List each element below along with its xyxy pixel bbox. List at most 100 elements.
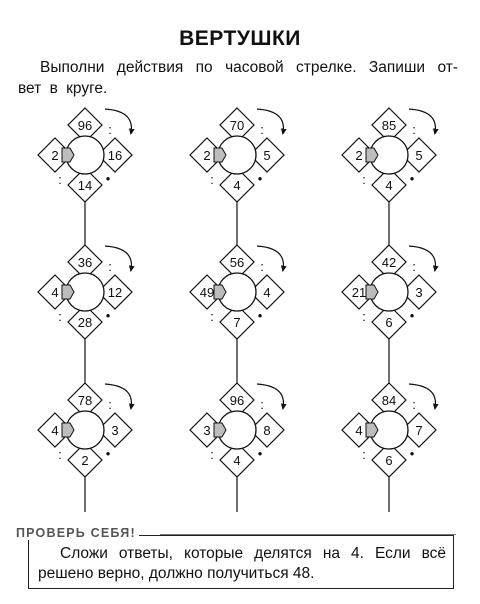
number-top: 96 bbox=[230, 393, 244, 408]
diamond-bottom bbox=[371, 442, 407, 478]
spinner-puzzles: 9616142:•:3612284:•:78324:•:70542:•:5647… bbox=[37, 107, 439, 512]
start-pointer bbox=[213, 284, 227, 300]
number-right: 3 bbox=[415, 285, 422, 300]
number-right: 5 bbox=[263, 148, 270, 163]
diamond-bottom bbox=[371, 167, 407, 203]
clockwise-arrow bbox=[408, 108, 439, 136]
divide-sign: : bbox=[362, 309, 366, 324]
start-pointer bbox=[61, 284, 75, 300]
divide-sign: : bbox=[412, 259, 416, 274]
number-right: 16 bbox=[108, 148, 122, 163]
instruction-text: Выполни действия по часовой стрелке. Зап… bbox=[18, 57, 458, 99]
number-left: 4 bbox=[355, 423, 362, 438]
number-right: 4 bbox=[263, 285, 270, 300]
divide-sign: : bbox=[412, 397, 416, 412]
number-left: 49 bbox=[200, 285, 214, 300]
number-left: 3 bbox=[203, 423, 210, 438]
diamond-bottom bbox=[219, 167, 255, 203]
number-left: 2 bbox=[203, 148, 210, 163]
diamond-bottom bbox=[219, 442, 255, 478]
check-yourself-rule bbox=[160, 534, 456, 535]
diamond-bottom bbox=[67, 304, 103, 340]
number-bottom: 6 bbox=[385, 453, 392, 468]
clockwise-arrow bbox=[256, 108, 287, 136]
check-line-2: решено верно, должно получиться 48. bbox=[38, 565, 315, 582]
start-pointer bbox=[61, 147, 75, 163]
page-title: ВЕРТУШКИ bbox=[179, 27, 301, 50]
number-left: 2 bbox=[51, 148, 58, 163]
clockwise-arrow bbox=[408, 383, 439, 411]
number-top: 36 bbox=[78, 255, 92, 270]
check-yourself-box bbox=[28, 535, 454, 589]
multiply-sign: • bbox=[106, 446, 111, 461]
number-left: 21 bbox=[352, 285, 366, 300]
divide-sign: : bbox=[108, 122, 112, 137]
number-bottom: 4 bbox=[233, 178, 240, 193]
clockwise-arrow bbox=[104, 108, 135, 136]
diamond-bottom bbox=[67, 442, 103, 478]
diamond-bottom bbox=[67, 167, 103, 203]
instruction-line-1: Выполни действия по часовой стрелке. Зап… bbox=[40, 59, 458, 76]
check-yourself-label: ПРОВЕРЬ СЕБЯ! bbox=[13, 526, 139, 540]
start-pointer bbox=[213, 147, 227, 163]
number-bottom: 4 bbox=[385, 178, 392, 193]
number-left: 4 bbox=[51, 285, 58, 300]
start-pointer bbox=[365, 284, 379, 300]
divide-sign: : bbox=[260, 122, 264, 137]
multiply-sign: • bbox=[258, 446, 263, 461]
multiply-sign: • bbox=[106, 308, 111, 323]
diamond-bottom bbox=[371, 304, 407, 340]
check-yourself-text: Сложи ответы, которые делятся на 4. Если… bbox=[38, 544, 446, 584]
start-pointer bbox=[365, 422, 379, 438]
number-bottom: 7 bbox=[233, 315, 240, 330]
multiply-sign: • bbox=[106, 171, 111, 186]
multiply-sign: • bbox=[258, 308, 263, 323]
number-top: 78 bbox=[78, 393, 92, 408]
clockwise-arrow bbox=[104, 383, 135, 411]
start-pointer bbox=[365, 147, 379, 163]
number-left: 4 bbox=[51, 423, 58, 438]
number-bottom: 14 bbox=[78, 178, 92, 193]
number-left: 2 bbox=[355, 148, 362, 163]
clockwise-arrow bbox=[104, 245, 135, 273]
multiply-sign: • bbox=[258, 171, 263, 186]
divide-sign: : bbox=[58, 447, 62, 462]
divide-sign: : bbox=[210, 447, 214, 462]
clockwise-arrow bbox=[256, 383, 287, 411]
number-right: 5 bbox=[415, 148, 422, 163]
number-top: 85 bbox=[382, 118, 396, 133]
number-bottom: 28 bbox=[78, 315, 92, 330]
divide-sign: : bbox=[108, 259, 112, 274]
divide-sign: : bbox=[210, 309, 214, 324]
number-right: 8 bbox=[263, 423, 270, 438]
check-line-1: Сложи ответы, которые делятся на 4. Если… bbox=[60, 545, 446, 562]
divide-sign: : bbox=[58, 309, 62, 324]
number-bottom: 2 bbox=[81, 453, 88, 468]
divide-sign: : bbox=[362, 172, 366, 187]
start-pointer bbox=[61, 422, 75, 438]
multiply-sign: • bbox=[410, 171, 415, 186]
divide-sign: : bbox=[58, 172, 62, 187]
divide-sign: : bbox=[260, 397, 264, 412]
divide-sign: : bbox=[412, 122, 416, 137]
start-pointer bbox=[213, 422, 227, 438]
divide-sign: : bbox=[362, 447, 366, 462]
number-top: 42 bbox=[382, 255, 396, 270]
instruction-line-2: вет в круге. bbox=[18, 80, 108, 97]
number-top: 70 bbox=[230, 118, 244, 133]
diamond-bottom bbox=[219, 304, 255, 340]
clockwise-arrow bbox=[256, 245, 287, 273]
number-top: 96 bbox=[78, 118, 92, 133]
number-top: 84 bbox=[382, 393, 396, 408]
number-right: 12 bbox=[108, 285, 122, 300]
multiply-sign: • bbox=[410, 308, 415, 323]
clockwise-arrow bbox=[408, 245, 439, 273]
number-right: 3 bbox=[111, 423, 118, 438]
divide-sign: : bbox=[260, 259, 264, 274]
divide-sign: : bbox=[108, 397, 112, 412]
number-top: 56 bbox=[230, 255, 244, 270]
number-bottom: 4 bbox=[233, 453, 240, 468]
multiply-sign: • bbox=[410, 446, 415, 461]
number-bottom: 6 bbox=[385, 315, 392, 330]
number-right: 7 bbox=[415, 423, 422, 438]
